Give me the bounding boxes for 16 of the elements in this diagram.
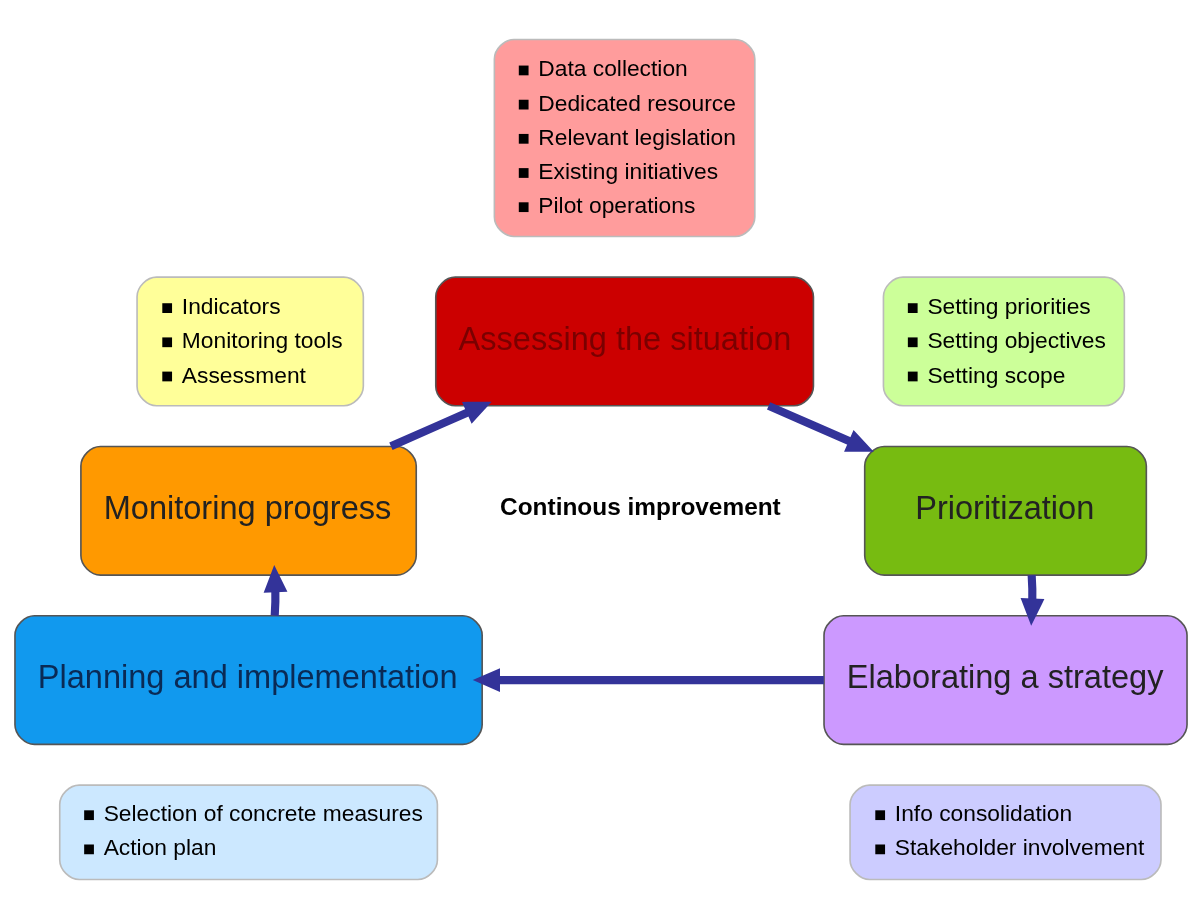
- node-box: Selection of concrete measures Action plan: [58, 784, 439, 881]
- node-box: Monitoring progress: [80, 445, 418, 576]
- arrow: [1020, 574, 1045, 626]
- arrow: [472, 668, 824, 692]
- arrow: [767, 402, 874, 452]
- arrow: [389, 401, 492, 450]
- node-box: Prioritization: [863, 445, 1148, 576]
- node-box: Indicators Monitoring tools Assessment: [136, 276, 365, 407]
- node-box: Info consolidation Stakeholder involvement: [849, 784, 1162, 881]
- arrow: [263, 565, 288, 616]
- node-box: Assessing the situation: [434, 276, 815, 407]
- node-box: Planning and implementation: [14, 614, 483, 746]
- node-box: Data collection Dedicated resource Relevant legislation Existing initiatives Pilot operations: [493, 38, 756, 238]
- label: Continous improvement: [500, 492, 781, 520]
- node-box: Elaborating a strategy: [823, 614, 1188, 746]
- node-box: Setting priorities Setting objectives Setting scope: [882, 276, 1126, 407]
